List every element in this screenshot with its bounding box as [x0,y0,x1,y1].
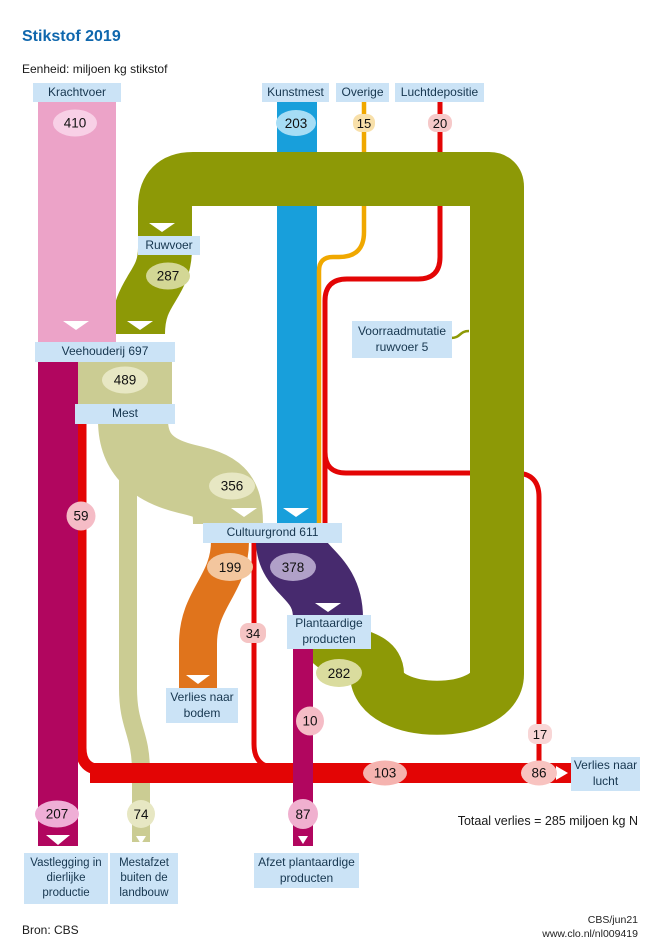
arrow-afzet-plant-icon [298,836,308,844]
flow-voorraadmutatie [450,329,470,340]
arrow-ruwvoer-icon [149,223,175,232]
value-badge-luchtdepositie: 20 [428,114,452,132]
flow-overige [316,100,367,524]
arrow-mestafzet-icon [136,836,146,844]
node-label-luchtdepositie: Luchtdepositie [395,83,484,102]
node-label-plantaardige: Plantaardige producten [287,615,371,649]
value-badge-overige: 15 [353,114,375,132]
flow-luchtdepositie [322,100,443,524]
node-label-mestafzet: Mestafzet buiten de landbouw [110,853,178,904]
arrow-kunstmest-cultuurgrond-icon [283,508,309,517]
value-badge-cultuurgrond-lucht: 34 [240,623,266,643]
node-label-overige: Overige [336,83,389,102]
value-badge-krachtvoer: 410 [53,109,97,137]
node-label-kunstmest: Kunstmest [262,83,329,102]
arrow-verlies-bodem-icon [186,675,210,684]
value-badge-vastlegging: 207 [35,800,79,828]
value-badge-verlies-bodem: 199 [207,553,253,581]
value-badge-plant-lucht: 10 [296,706,324,736]
flow-ruwvoer-loop [111,152,524,735]
value-badge-veehouderij-mest: 489 [102,366,148,394]
value-badge-plantaardige: 378 [270,553,316,581]
arrow-mest-cultuurgrond-icon [231,508,257,517]
node-label-cultuurgrond: Cultuurgrond 611 [203,523,342,543]
node-label-veehouderij: Veehouderij 697 [35,342,175,362]
arrow-vastlegging-icon [46,835,70,845]
flow-lucht-59 [75,410,104,776]
page-title: Stikstof 2019 [22,28,121,45]
node-label-verlies-bodem: Verlies naar bodem [166,688,238,723]
value-badge-mest-lucht: 59 [66,501,96,531]
arrow-plantaardige-icon [315,603,341,612]
flow-redepositie-17 [322,440,542,762]
flow-mest-cultuurgrond [98,417,263,526]
arrow-verlies-lucht-icon [556,766,568,780]
credit-line2: www.clo.nl/nl009419 [542,928,638,940]
value-badge-ruwvoer: 287 [146,262,190,290]
node-label-mest: Mest [75,404,175,424]
node-label-voorraadmutatie: Voorraadmutatie ruwvoer 5 [352,321,452,358]
node-label-krachtvoer: Krachtvoer [33,83,121,102]
flow-afzet-plant [293,646,313,846]
value-badge-plant-ruwvoer: 282 [316,659,362,687]
node-label-verlies-lucht: Verlies naar lucht [571,757,640,791]
value-badge-kunstmest: 203 [276,110,316,136]
arrow-krachtvoer-icon [63,321,89,330]
node-label-vastlegging: Vastlegging in dierlijke productie [24,853,108,904]
total-loss-note: Totaal verlies = 285 miljoen kg N [457,814,638,828]
value-badge-mest-cultuurgrond: 356 [209,472,255,500]
value-badge-lucht-netto: 86 [521,760,557,786]
value-badge-lucht-totaal: 103 [363,760,407,786]
node-label-ruwvoer: Ruwvoer [138,236,200,255]
flow-vastlegging [38,358,78,846]
value-badge-mestafzet: 74 [127,800,155,828]
flow-verlies-lucht-band [90,763,572,783]
arrow-ruwvoer-veehouderij-icon [127,321,153,330]
value-badge-afzet-plant: 87 [288,799,318,829]
value-badge-redepositie: 17 [528,724,552,744]
source-text: Bron: CBS [22,923,79,937]
credit-line1: CBS/jun21 [587,914,638,926]
flow-krachtvoer [38,100,116,343]
node-label-afzet-plant: Afzet plantaardige producten [254,853,359,888]
flow-direction-arrows [46,223,568,845]
unit-subtitle: Eenheid: miljoen kg stikstof [22,62,168,76]
